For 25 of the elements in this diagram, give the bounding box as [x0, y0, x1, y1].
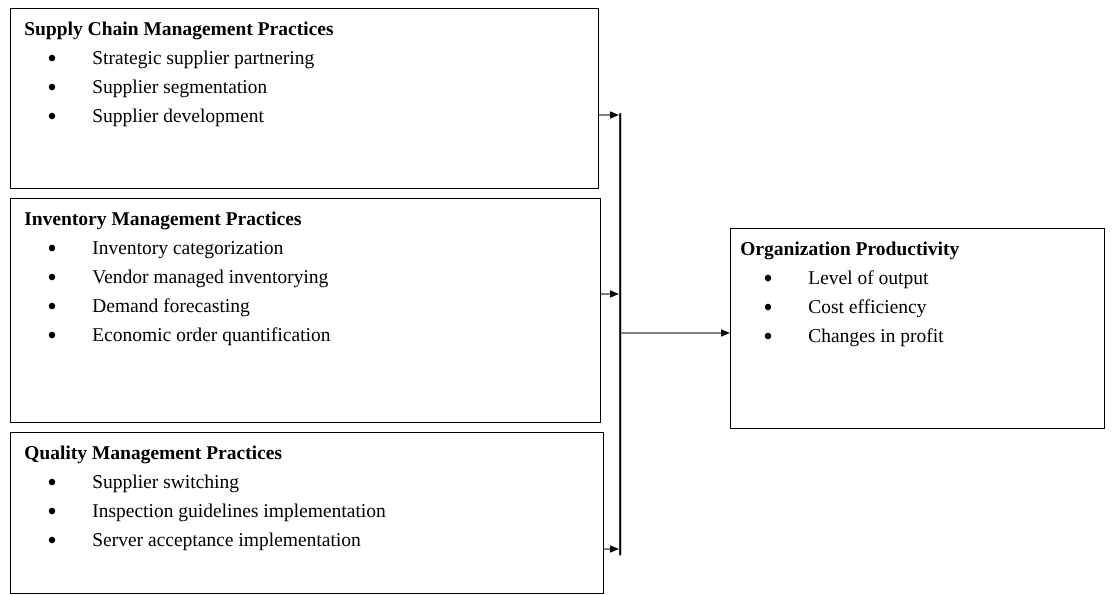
arrow	[620, 329, 730, 337]
text-box	[10, 198, 601, 423]
bullet-item: Supplier switching	[48, 474, 239, 493]
arrow	[598, 111, 619, 119]
bullet-item: Cost efficiency	[764, 299, 927, 318]
bullet-item: Demand forecasting	[48, 298, 250, 317]
bullet-item: Strategic supplier partnering	[48, 50, 314, 69]
bullet-item: Changes in profit	[764, 328, 944, 347]
heading: Supply Chain Management Practices	[25, 21, 333, 40]
bullet-item: Level of output	[764, 270, 929, 289]
heading: Inventory Management Practices	[24, 211, 301, 230]
bullet-item: Supplier development	[48, 108, 264, 127]
arrow	[600, 290, 619, 298]
bullet-item: Vendor managed inventorying	[48, 269, 328, 288]
text-box	[730, 228, 1105, 429]
bullet-item: Supplier segmentation	[48, 79, 267, 98]
text-box	[10, 8, 599, 189]
heading: Organization Productivity	[741, 241, 960, 260]
arrow	[603, 545, 619, 553]
heading: Quality Management Practices	[25, 445, 282, 464]
bullet-item: Server acceptance implementation	[48, 532, 361, 551]
text-box	[10, 432, 604, 594]
bullet-item: Inventory categorization	[48, 241, 284, 259]
bullet-item: Inspection guidelines implementation	[48, 503, 386, 522]
bullet-item: Economic order quantification	[48, 327, 331, 346]
